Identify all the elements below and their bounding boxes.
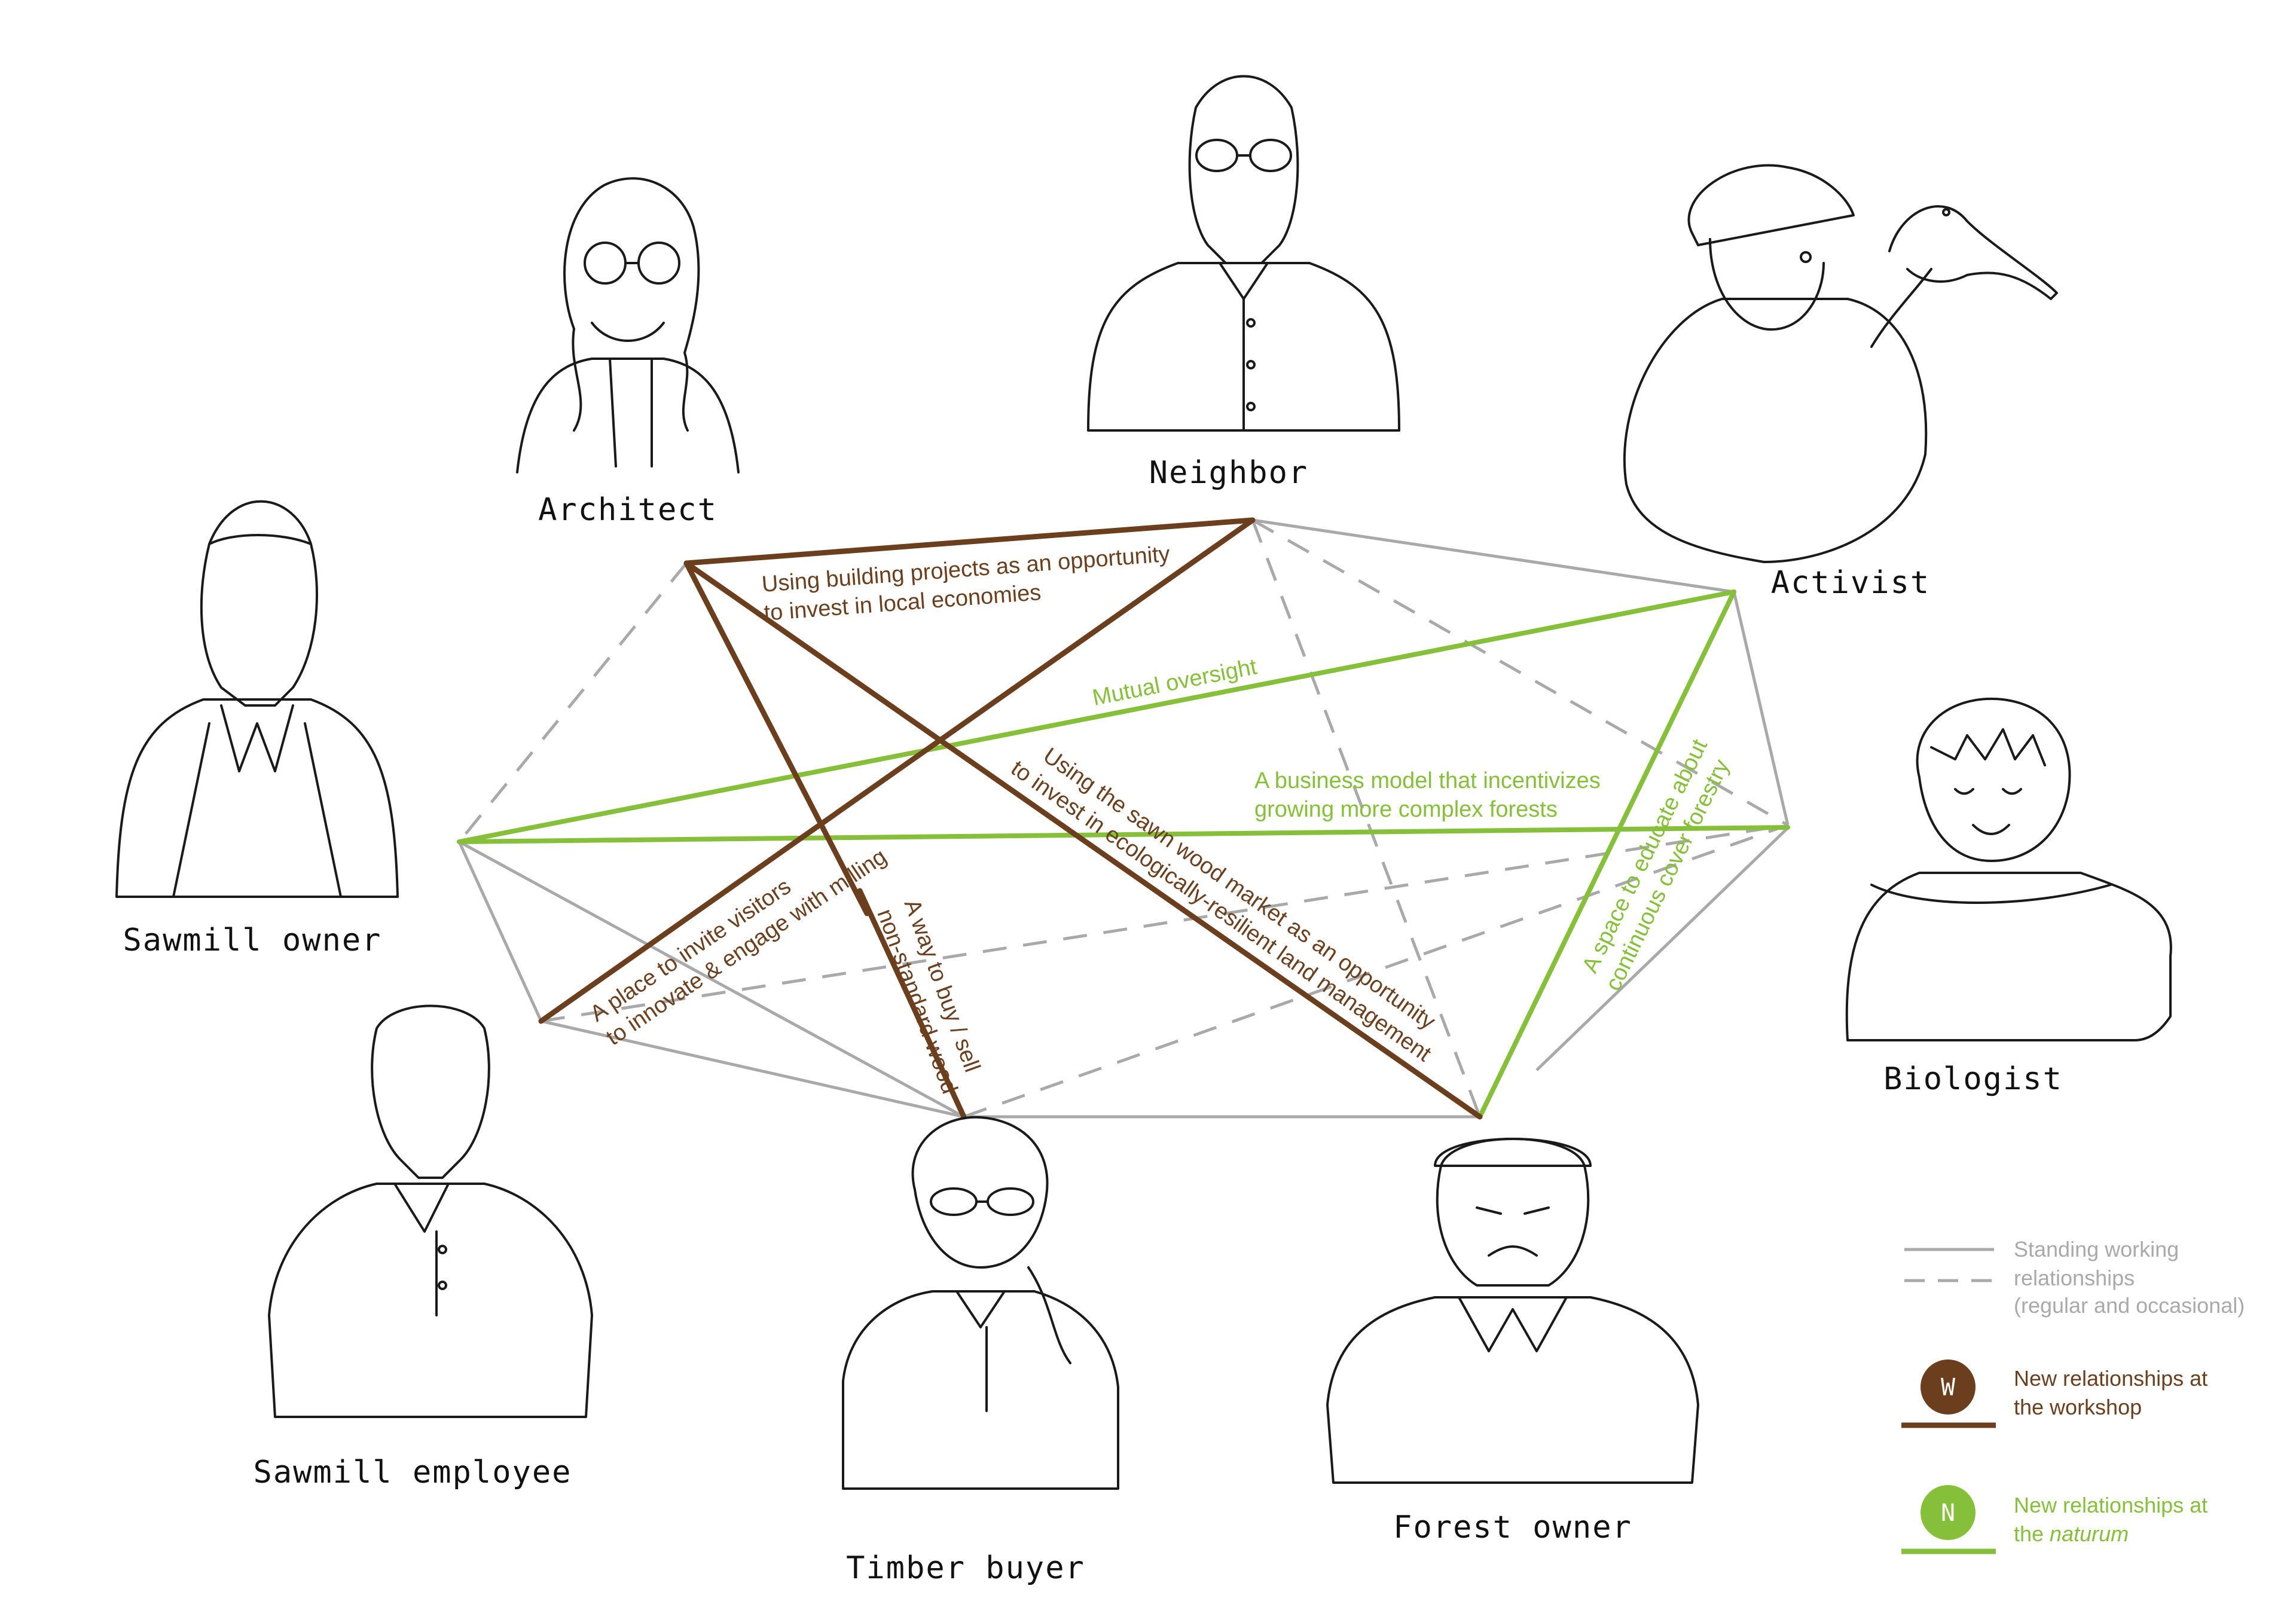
naturum-relationships: [457, 589, 1790, 1119]
legend-naturum-badge: [1921, 1485, 1976, 1540]
role-label-forest-owner: Forest owner: [1393, 1510, 1632, 1545]
label-buy-sell-wood: A way to buy / sell non-standard wood: [872, 896, 985, 1098]
label-business-model-line1: A business model that incentivizes: [1254, 768, 1601, 793]
edge-sawmillowner-sawmillemployee: [457, 841, 543, 1022]
legend-standing-line1: Standing working: [2014, 1237, 2179, 1261]
activist-portrait: [1623, 164, 2058, 563]
edge-buy-sell-wood-lower: [857, 888, 967, 1120]
role-label-biologist: Biologist: [1883, 1061, 2063, 1097]
legend-naturum-emphasis: naturum: [2050, 1522, 2129, 1546]
edge-buy-sell-wood: [683, 560, 870, 916]
workshop-relationships: [538, 517, 1483, 1120]
role-label-neighbor: Neighbor: [1149, 455, 1308, 491]
role-label-architect: Architect: [538, 492, 718, 528]
sawmill-employee-portrait: [268, 1004, 593, 1418]
edge-sawmillowner-timberbuyer: [458, 840, 965, 1119]
forest-owner-portrait: [1326, 1138, 1699, 1484]
architect-portrait: [516, 177, 740, 473]
edge-neighbor-activist: [1252, 518, 1735, 594]
role-label-activist: Activist: [1771, 565, 1930, 601]
edge-sawn-wood-market: [683, 560, 1483, 1120]
legend-workshop-badge-letter: W: [1941, 1374, 1956, 1401]
legend-workshop-line1: New relationships at: [2014, 1366, 2208, 1391]
legend-workshop-badge: [1921, 1359, 1976, 1414]
edge-building-projects: [683, 517, 1256, 566]
edge-sawmillemployee-timberbuyer: [541, 1019, 964, 1119]
edge-business-model: [457, 825, 1790, 844]
legend-standing-line2: relationships: [2014, 1266, 2135, 1290]
edge-activist-biologist-solid: [1732, 591, 1790, 826]
neighbor-portrait: [1087, 75, 1400, 432]
sawmill-owner-portrait: [115, 500, 399, 898]
legend-naturum-badge-letter: N: [1941, 1499, 1955, 1527]
edge-neighbor-biologist: [1251, 518, 1789, 827]
role-label-timber-buyer: Timber buyer: [846, 1550, 1085, 1586]
role-label-sawmill-owner: Sawmill owner: [123, 922, 382, 958]
edge-invite-visitors: [538, 517, 1256, 1024]
edge-sawmillemployee-biologist: [541, 823, 1788, 1023]
edge-forestowner-biologist: [1535, 827, 1789, 1071]
legend-naturum-line1: New relationships at: [2014, 1493, 2208, 1517]
legend-workshop-line2: the workshop: [2014, 1395, 2142, 1419]
label-business-model: A business model that incentivizes growi…: [1254, 768, 1601, 822]
edge-educate-space: [1477, 589, 1736, 1119]
legend-naturum-line2: the naturum: [2014, 1522, 2129, 1546]
edge-neighbor-forestowner: [1251, 520, 1482, 1117]
edge-architect-sawmillowner: [458, 562, 688, 843]
legend-standing-line3: (regular and occasional): [2014, 1293, 2245, 1318]
timber-buyer-portrait: [842, 1116, 1119, 1490]
edge-mutual-oversight: [457, 589, 1736, 844]
label-business-model-line2: growing more complex forests: [1254, 797, 1558, 822]
role-label-sawmill-employee: Sawmill employee: [254, 1455, 572, 1490]
legend: Standing working relationships (regular …: [1901, 1237, 2245, 1554]
biologist-portrait: [1845, 697, 2172, 1041]
legend-naturum-prefix: the: [2014, 1522, 2050, 1546]
edge-timberbuyer-biologist: [963, 823, 1788, 1119]
